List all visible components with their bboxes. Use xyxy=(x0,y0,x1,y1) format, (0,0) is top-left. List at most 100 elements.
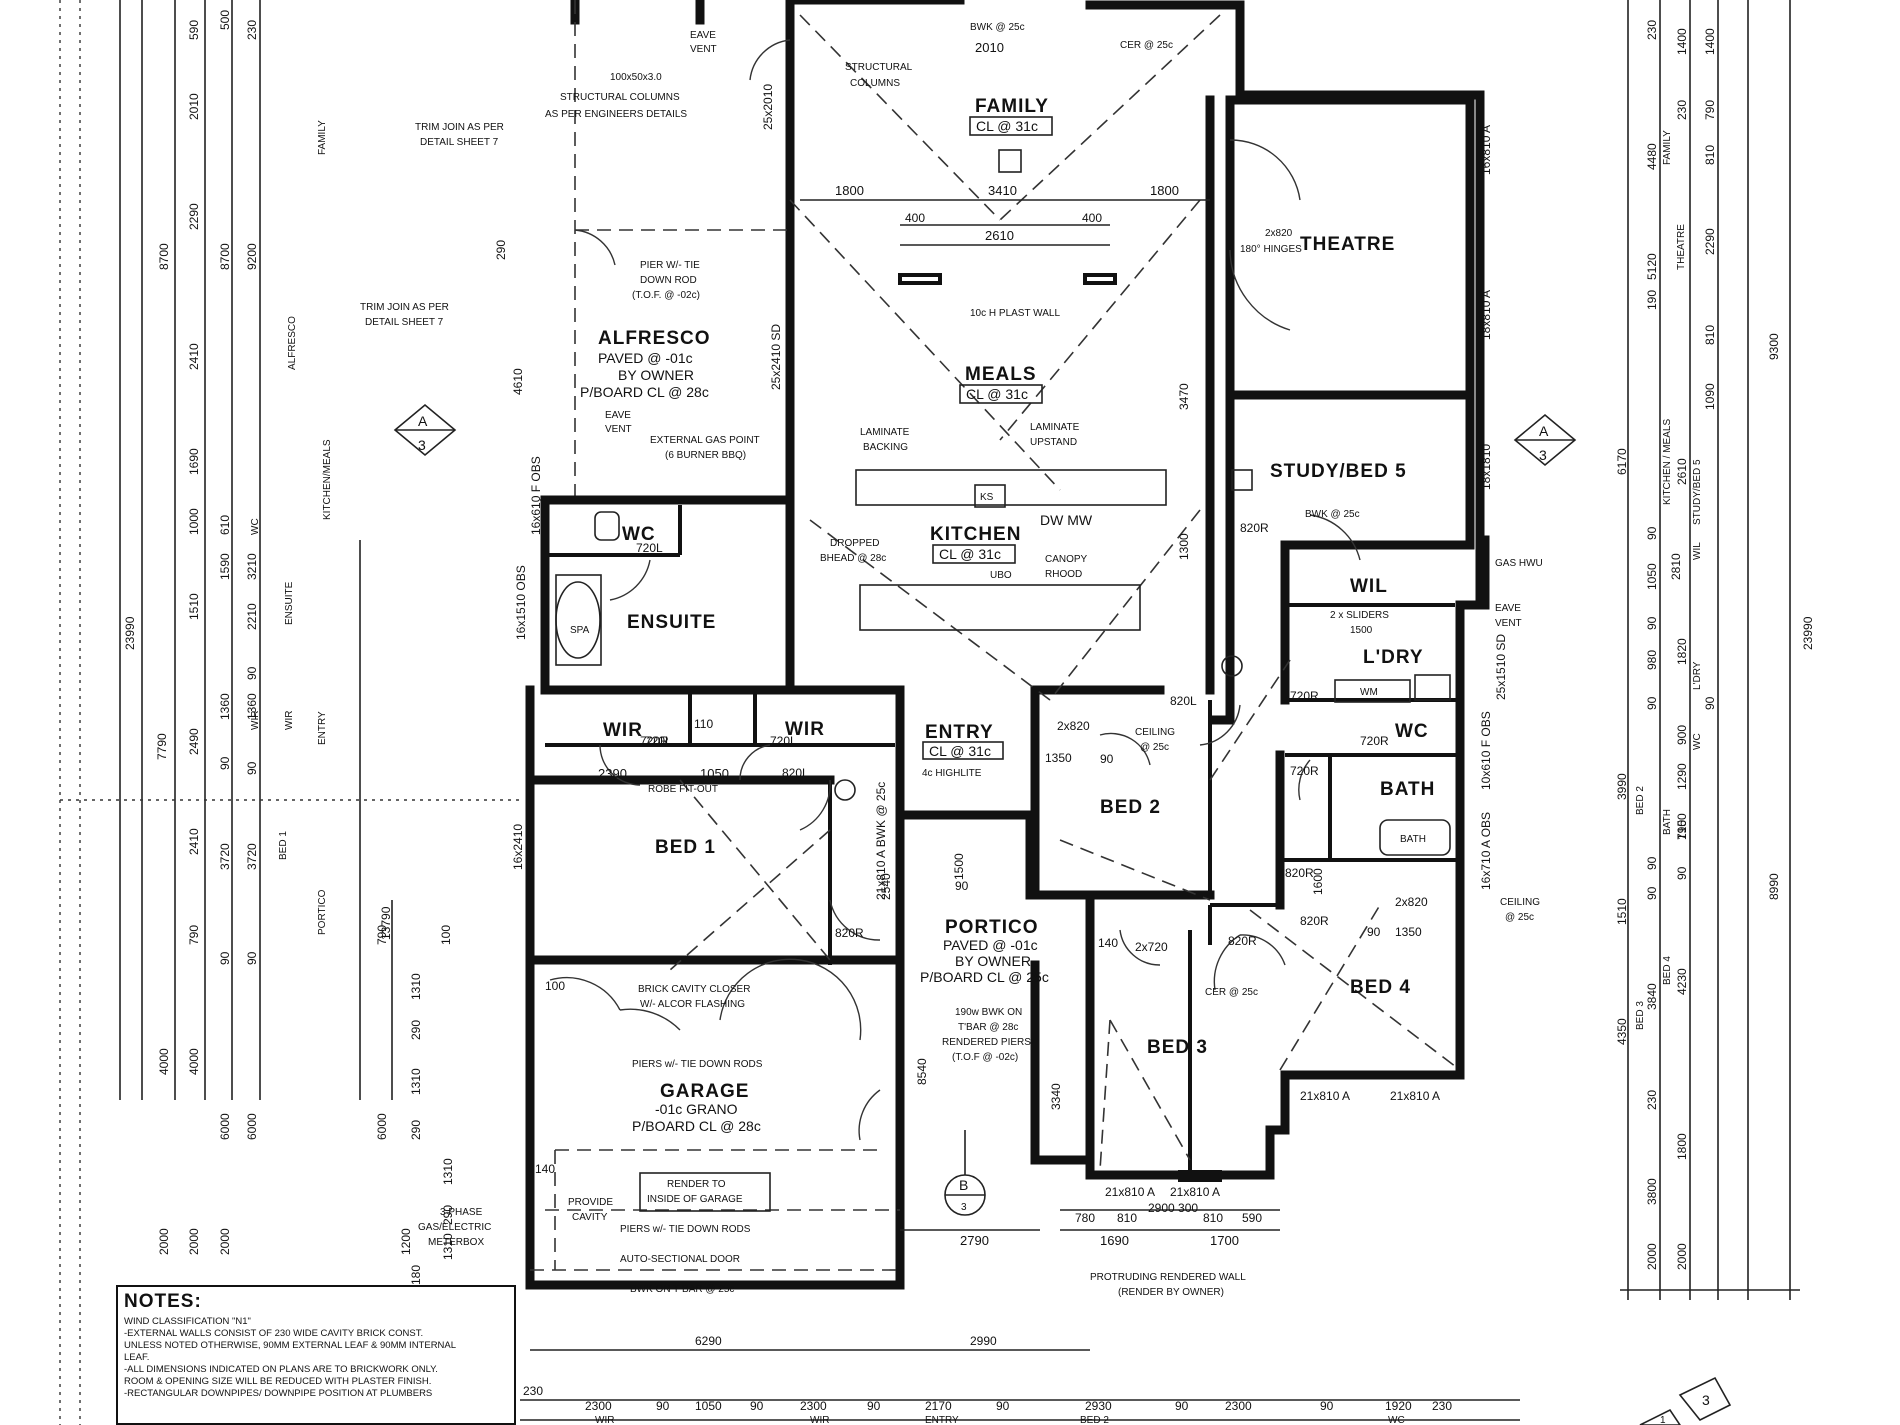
note-line: UNLESS NOTED OTHERWISE, 90mm EXTERNAL LE… xyxy=(124,1340,457,1351)
dim: 720R xyxy=(1360,734,1389,748)
bottom-dim: 1920 xyxy=(1385,1399,1412,1413)
note-struct-cols: STRUCTURAL xyxy=(845,62,913,73)
left-room-label: ENTRY xyxy=(317,711,328,745)
notes-box: NOTES: WIND CLASSIFICATION "N1" -EXTERNA… xyxy=(116,1285,516,1425)
bottom-room-label: ENTRY xyxy=(925,1415,959,1425)
right-dim: 90 xyxy=(1675,866,1689,880)
right-dim: 230 xyxy=(1645,20,1659,40)
left-dim: 1310 xyxy=(409,1068,423,1095)
right-dim: 9300 xyxy=(1767,333,1781,360)
bottom-dim: 2300 xyxy=(585,1399,612,1413)
left-dim: 1360 xyxy=(218,693,232,720)
note-pier: DOWN ROD xyxy=(640,275,697,286)
note-eave-vent-3: EAVE xyxy=(1495,603,1521,614)
dim: 110 xyxy=(694,717,713,731)
note-ceiling-2: @ 25c xyxy=(1505,912,1534,923)
note-gas-point: (6 BURNER BBQ) xyxy=(665,450,746,461)
right-dim: 2290 xyxy=(1703,228,1717,255)
left-dim: 1200 xyxy=(399,1228,413,1255)
left-dimension-strings: 23990 7790 13790 2010 2290 2410 1690 100… xyxy=(59,0,520,1425)
left-dim: 1690 xyxy=(187,448,201,475)
section-a2-number: 3 xyxy=(1539,447,1547,463)
dim: 1690 xyxy=(1100,1233,1129,1248)
note-line: LEAF. xyxy=(124,1352,150,1363)
room-kitchen: KITCHEN xyxy=(930,524,1021,545)
left-dim: 790 xyxy=(187,925,201,945)
note-line: -EXTERNAL WALLS CONSIST OF 230 WIDE CAVI… xyxy=(124,1328,424,1339)
right-dim: 90 xyxy=(1645,526,1659,540)
room-wir-1: WIR xyxy=(603,720,643,741)
room-study: STUDY/BED 5 xyxy=(1270,461,1407,482)
note-meterbox: METERBOX xyxy=(428,1237,484,1248)
bottom-dim: 230 xyxy=(1432,1399,1452,1413)
note-ceiling-2: CEILING xyxy=(1500,897,1540,908)
left-dim: 1310 xyxy=(409,973,423,1000)
left-dim: 180 xyxy=(409,1265,423,1285)
right-dim: 4230 xyxy=(1675,968,1689,995)
right-dim: 4350 xyxy=(1615,1018,1629,1045)
right-dim-outer-total: 23990 xyxy=(1801,616,1815,650)
dim: 290 xyxy=(494,240,508,260)
note-hinges: 2x820 xyxy=(1265,228,1293,239)
left-dim: 90 xyxy=(245,666,259,680)
section-markers: A 3 A 3 B 3 3 1 xyxy=(393,403,1732,1425)
room-family: FAMILY xyxy=(975,96,1049,117)
right-dim: 8990 xyxy=(1767,873,1781,900)
note-cavity: PROVIDE xyxy=(568,1197,613,1208)
dim: 1350 xyxy=(1045,751,1072,765)
left-room-label: BED 1 xyxy=(278,831,289,860)
dim: 810 xyxy=(1203,1211,1223,1225)
room-bed-4: BED 4 xyxy=(1350,977,1411,998)
left-dim: 1310 xyxy=(441,1233,455,1260)
section-sheet-number: 3 xyxy=(1702,1392,1710,1408)
room-wc: WC xyxy=(1395,721,1429,742)
bottom-dim: 90 xyxy=(867,1399,881,1413)
right-dim: 2000 xyxy=(1675,1243,1689,1270)
room-wil: WIL xyxy=(1350,576,1388,597)
note-trim-join: TRIM JOIN AS PER xyxy=(415,122,504,133)
dim: 2390 xyxy=(598,766,627,781)
dim: 2790 xyxy=(960,1233,989,1248)
left-dim: 90 xyxy=(218,951,232,965)
bottom-dim: 2300 xyxy=(800,1399,827,1413)
dim: 720R xyxy=(1290,764,1319,778)
dim: 21x810 A xyxy=(1300,1089,1350,1103)
note-ubo: UBO xyxy=(990,570,1012,581)
note-trim-join: TRIM JOIN AS PER xyxy=(360,302,449,313)
note-laminate-backing: BACKING xyxy=(863,442,908,453)
right-dim: 790 xyxy=(1703,100,1717,120)
note-bwk-tbar: BWK ON T-BAR @ 25c xyxy=(630,1284,734,1295)
right-dim: 980 xyxy=(1645,650,1659,670)
right-dim: 1400 xyxy=(1675,28,1689,55)
dim: 21x810 A BWK @ 25c xyxy=(874,782,888,900)
left-dim: 8700 xyxy=(218,243,232,270)
left-dim: 2000 xyxy=(187,1228,201,1255)
bottom-dim: 90 xyxy=(1175,1399,1189,1413)
left-dim: 1590 xyxy=(218,553,232,580)
dim: 16x1510 OBS xyxy=(514,565,528,640)
dim: 90 xyxy=(1367,925,1381,939)
right-dim: 230 xyxy=(1675,100,1689,120)
left-dim: 9200 xyxy=(245,243,259,270)
right-dim: 5120 xyxy=(1645,253,1659,280)
dim: 590 xyxy=(1242,1211,1262,1225)
left-dim: 2410 xyxy=(187,343,201,370)
dim: 720L xyxy=(645,734,672,748)
dim: 21x810 A xyxy=(1105,1185,1155,1199)
right-dim: 1400 xyxy=(1703,28,1717,55)
room-entry: ENTRY xyxy=(925,722,994,743)
left-dim: 2000 xyxy=(218,1228,232,1255)
right-dim: 710 xyxy=(1675,820,1689,840)
right-room-label: WC xyxy=(1692,733,1703,750)
note-ceiling: CEILING xyxy=(1135,727,1175,738)
room-kitchen-ceiling: CL @ 31c xyxy=(939,546,1001,562)
note-brick-closer: W/- ALCOR FLASHING xyxy=(640,999,745,1010)
bottom-dim: 2930 xyxy=(1085,1399,1112,1413)
right-dim: 90 xyxy=(1703,696,1717,710)
bottom-dim: 2990 xyxy=(970,1334,997,1348)
note-trim-join: DETAIL SHEET 7 xyxy=(365,317,444,328)
left-dim: 500 xyxy=(218,10,232,30)
room-meals: MEALS xyxy=(965,364,1037,385)
note-bwk-on: T'BAR @ 28c xyxy=(958,1022,1018,1033)
dim: 720R xyxy=(640,734,669,748)
